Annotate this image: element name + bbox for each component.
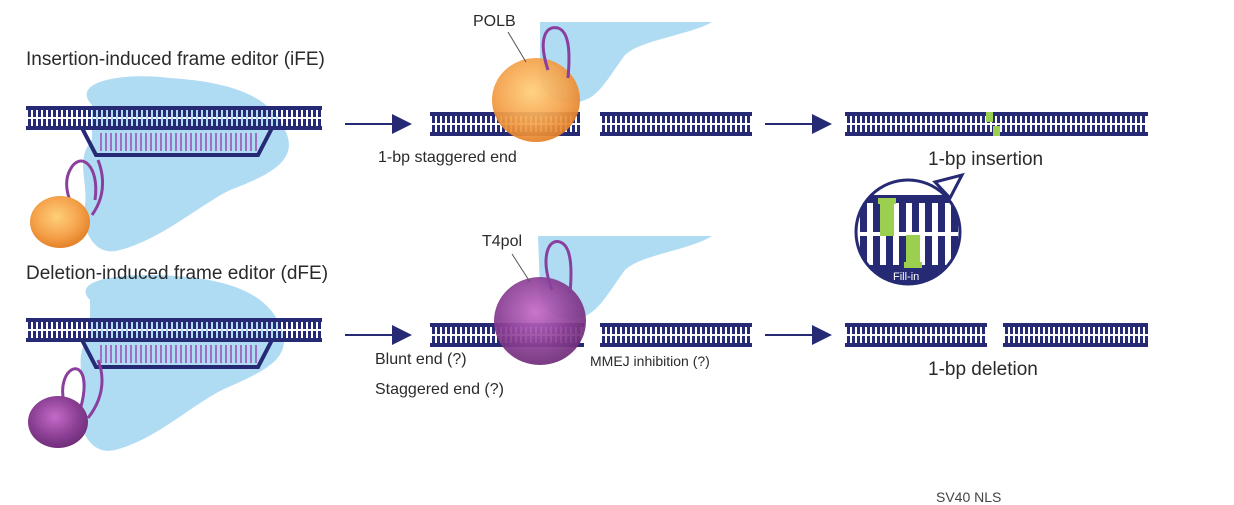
guide-rna-dfe-2 [86,359,104,419]
dna-cut-right-ife [600,112,752,136]
ife-title: Insertion-induced frame editor (iFE) [26,49,325,70]
mmej-label: MMEJ inhibition (?) [590,353,710,369]
cas-fragment-ife [540,22,712,104]
dna-duplex-dfe-target [26,318,322,342]
inserted-base-complement [993,126,1000,136]
polb-label: POLB [473,13,516,30]
dna-cut-right-dfe [600,323,752,347]
inserted-base [986,112,993,122]
deletion-result-label: 1-bp deletion [928,359,1038,380]
guide-rna-polb [541,26,571,79]
dna-bubble-ife [80,127,274,157]
sv40-nls-label: SV40 NLS [936,489,1002,505]
cas-protein-ife [83,76,289,252]
polb-pointer [507,31,527,63]
dna-deletion-result [845,323,1148,347]
polb-enzyme-ife-small [30,196,90,248]
cas-fragment-dfe [538,236,712,320]
fill-in-label: Fill-in [893,271,920,283]
t4pol-pointer [511,253,531,283]
t4pol-label: T4pol [482,233,523,250]
dna-bubble-dfe [80,339,274,369]
zoom-bubble-icon [854,172,965,286]
guide-rna-ife-2 [90,159,104,216]
dna-duplex-ife-target [26,106,322,130]
staggered-end-label: 1-bp staggered end [378,149,517,166]
dfe-title: Deletion-induced frame editor (dFE) [26,263,329,284]
insertion-result-label: 1-bp insertion [928,149,1044,170]
blunt-end-label: Blunt end (?) [375,351,467,368]
guide-rna-t4pol [544,240,573,295]
staggered-end-q-label: Staggered end (?) [375,381,504,398]
t4pol-enzyme-dfe-small [28,396,88,448]
t4pol-enzyme [494,277,586,365]
polb-enzyme [492,58,580,142]
